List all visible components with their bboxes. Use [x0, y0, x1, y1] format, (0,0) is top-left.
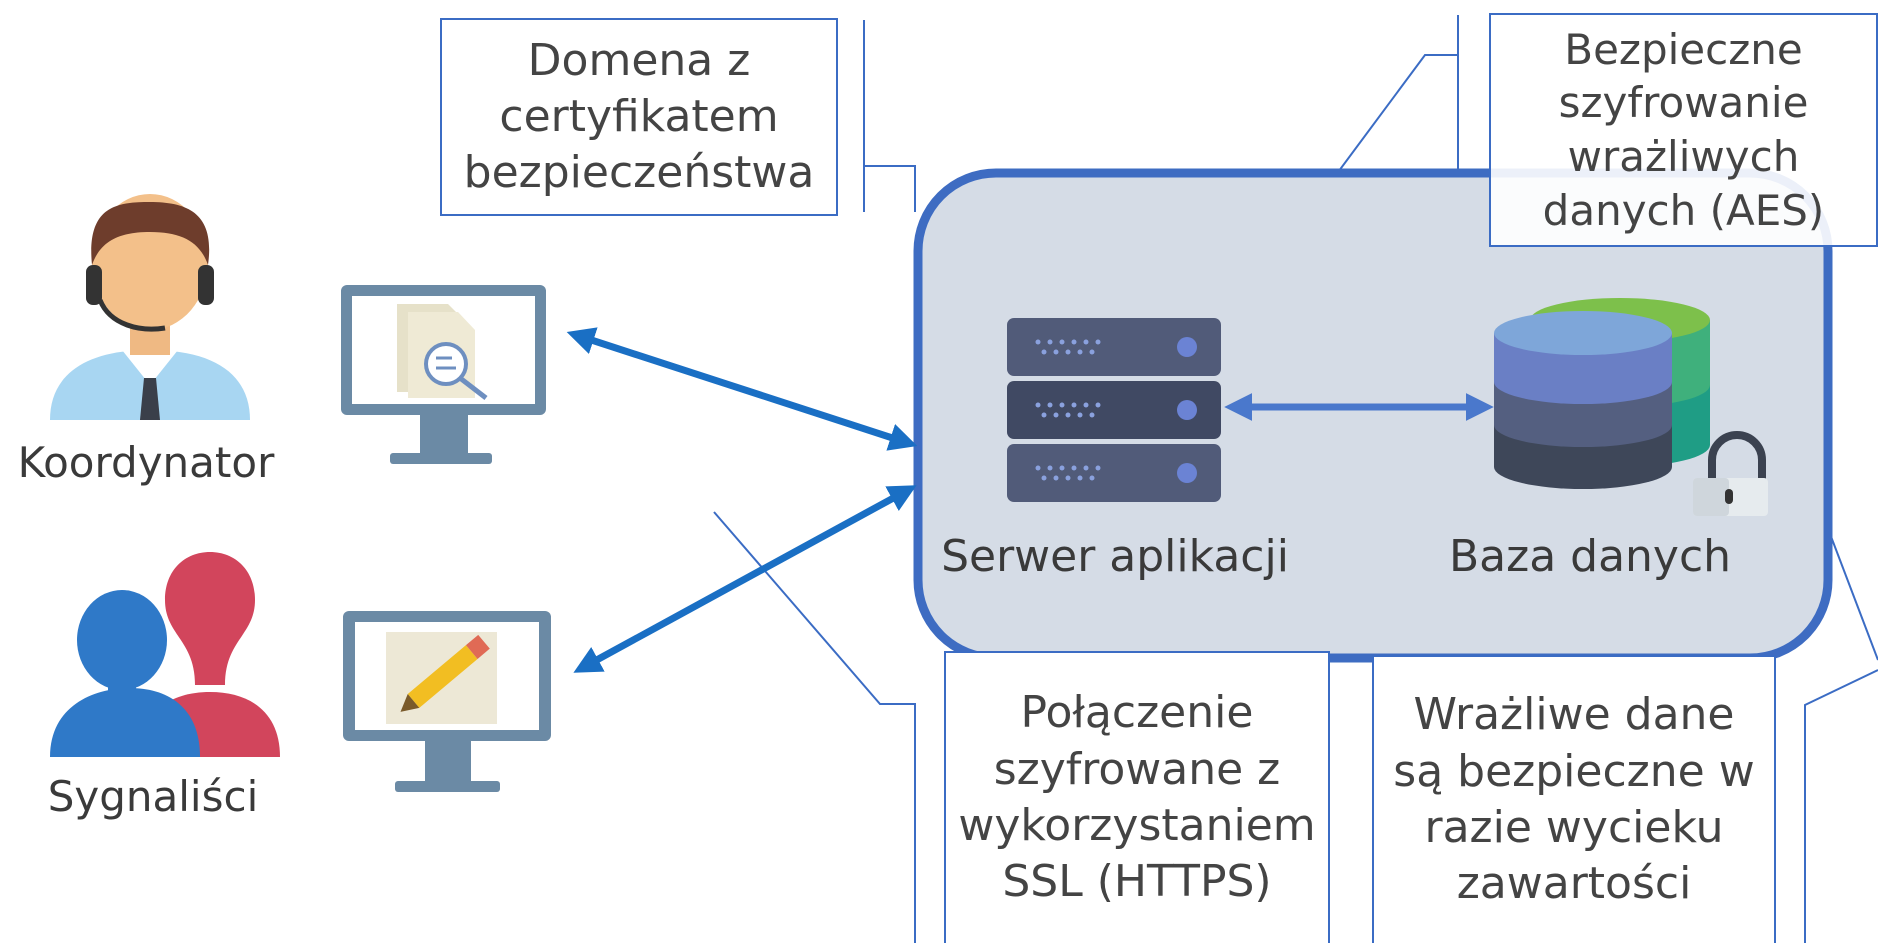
database-label: Baza danych [1448, 531, 1732, 582]
callout-aes-encryption: Bezpieczne szyfrowanie wrażliwych danych… [1489, 13, 1878, 247]
callout-domain-certificate: Domena z certyfikatem bezpieczeństwa [440, 18, 838, 216]
database-icon [1494, 298, 1710, 489]
whistleblowers-label: Sygnaliści [47, 772, 259, 821]
callout-data-safe: Wrażliwe dane są bezpieczne w razie wyci… [1372, 655, 1776, 943]
monitor-document-search-icon [341, 285, 546, 464]
whistleblower-server-arrow [573, 485, 917, 673]
people-icon [50, 552, 280, 757]
server-icon [1007, 318, 1221, 502]
coordinator-server-arrow [566, 327, 918, 451]
monitor-pencil-icon [343, 611, 551, 792]
callout-ssl-connection: Połączenie szyfrowane z wykorzystaniem S… [944, 651, 1330, 943]
coordinator-label: Koordynator [17, 438, 275, 487]
app-server-label: Serwer aplikacji [941, 531, 1289, 582]
headset-person-icon [50, 194, 250, 420]
padlock-icon [1693, 431, 1768, 516]
